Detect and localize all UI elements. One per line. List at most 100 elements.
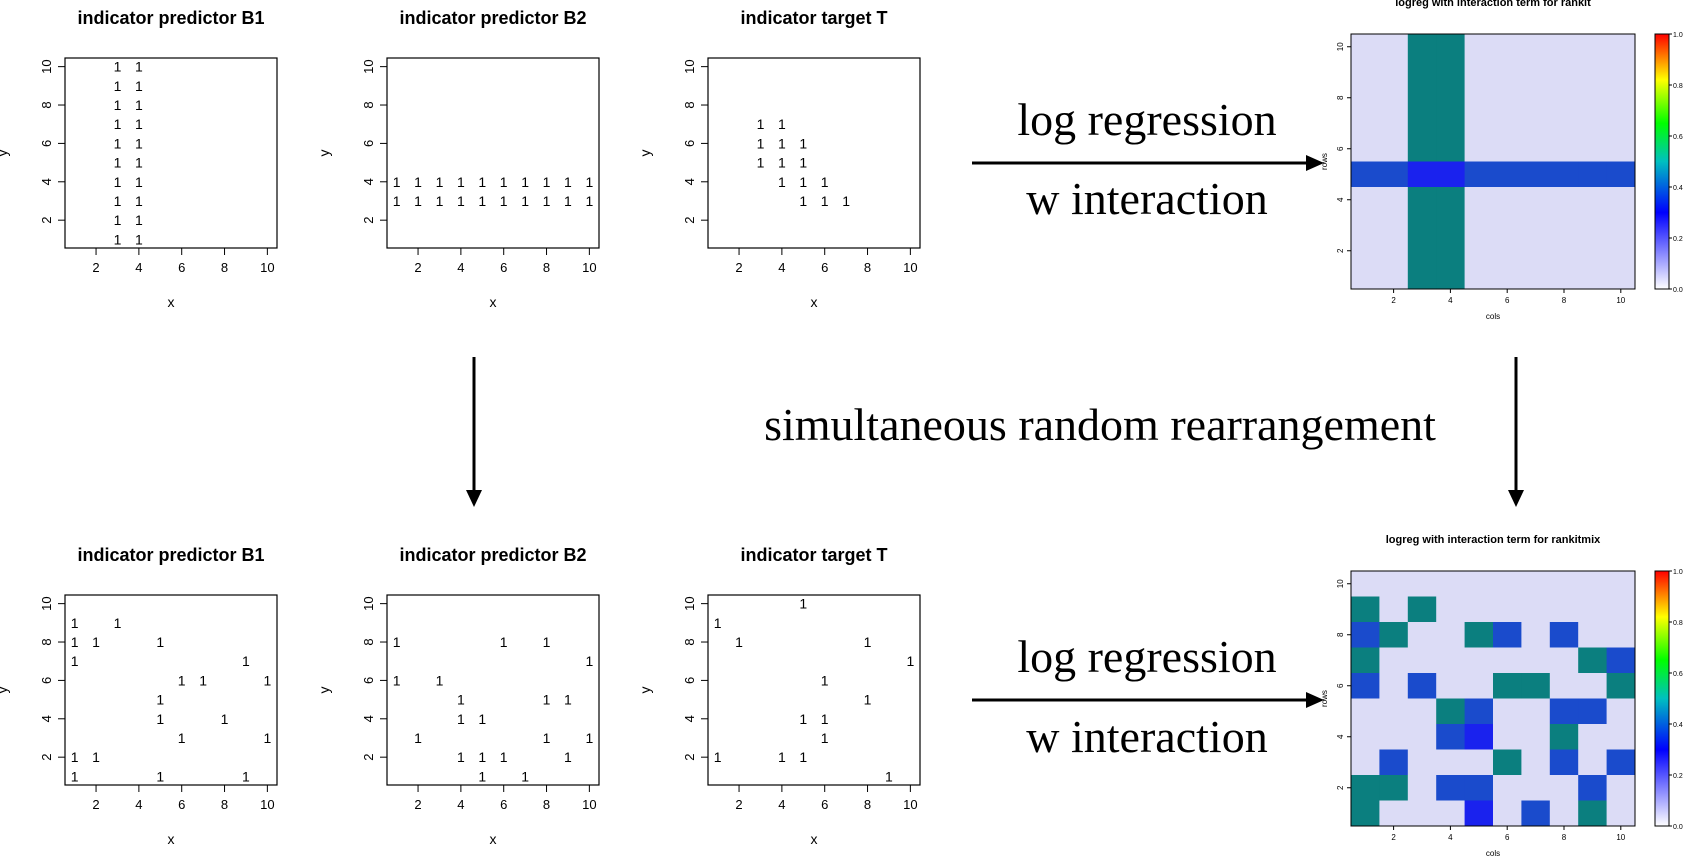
- heatmap-cell: [1351, 110, 1380, 137]
- y-tick-label: 10: [361, 59, 376, 73]
- data-point: 1: [242, 768, 250, 784]
- heatmap-cell: [1351, 187, 1380, 213]
- panel-title: indicator predictor B1: [77, 545, 264, 565]
- heatmap-cell: [1578, 85, 1608, 111]
- heatmap-cell: [1549, 698, 1579, 725]
- data-point: 1: [821, 711, 829, 727]
- x-tick-label: 10: [903, 260, 917, 275]
- x-axis-label: x: [490, 831, 497, 847]
- data-point: 1: [457, 174, 465, 190]
- data-point: 1: [135, 174, 143, 190]
- heatmap-cell: [1464, 212, 1494, 239]
- heatmap-cell: [1436, 749, 1466, 776]
- colorbar-tick-label: 1.0: [1673, 569, 1683, 576]
- x-tick-label: 6: [500, 797, 507, 812]
- heatmap-cell: [1407, 622, 1437, 648]
- y-tick-label: 2: [682, 217, 697, 224]
- heatmap-cell: [1464, 724, 1494, 750]
- heatmap-cell: [1578, 698, 1608, 725]
- x-tick-label: 2: [1391, 296, 1396, 305]
- heatmap-frame: [1350, 33, 1636, 290]
- colorbar-tick-label: 0.8: [1673, 83, 1683, 90]
- data-point: 1: [135, 135, 143, 151]
- heatmap-hm_bottom: logreg with interaction term for rankitm…: [1320, 534, 1683, 858]
- scatter-panels: indicator predictor B1246810246810xy1111…: [0, 8, 921, 847]
- colorbar-tick-label: 0.4: [1673, 722, 1683, 729]
- y-tick-label: 8: [39, 101, 54, 108]
- heatmap-cell: [1436, 263, 1466, 290]
- arrow-bottom-right: [972, 692, 1324, 708]
- heatmap-cell: [1521, 136, 1551, 162]
- heatmap-cell: [1578, 647, 1608, 674]
- heatmap-cell: [1351, 596, 1380, 623]
- colorbar-tick-label: 1.0: [1673, 32, 1683, 39]
- heatmap-cell: [1407, 110, 1437, 137]
- x-axis-label: cols: [1486, 849, 1500, 858]
- data-point: 1: [799, 711, 807, 727]
- heatmap-cell: [1549, 596, 1579, 623]
- heatmap-cell: [1351, 34, 1380, 60]
- heatmap-cell: [1606, 571, 1636, 597]
- data-point: 1: [114, 97, 122, 113]
- data-point: 1: [799, 749, 807, 765]
- heatmap-cell: [1606, 110, 1636, 137]
- arrow-down-right: [1508, 357, 1524, 507]
- heatmap-cell: [1407, 187, 1437, 213]
- data-point: 1: [135, 155, 143, 171]
- heatmap-cell: [1493, 647, 1522, 674]
- data-point: 1: [71, 615, 79, 631]
- heatmap-cell: [1351, 673, 1380, 699]
- heatmap-cell: [1493, 34, 1522, 60]
- heatmap-cell: [1549, 673, 1579, 699]
- y-axis-label: y: [0, 687, 10, 694]
- data-point: 1: [457, 711, 465, 727]
- data-point: 1: [757, 116, 765, 132]
- heatmap-cell: [1549, 59, 1579, 86]
- y-axis-label: y: [0, 150, 10, 157]
- y-tick-label: 10: [361, 596, 376, 610]
- heatmap-cell: [1379, 238, 1409, 264]
- x-tick-label: 4: [1448, 296, 1453, 305]
- data-point: 1: [114, 59, 122, 75]
- heatmap-cell: [1379, 263, 1409, 290]
- data-point: 1: [778, 155, 786, 171]
- x-axis-label: cols: [1486, 312, 1500, 321]
- x-tick-label: 8: [1562, 833, 1567, 842]
- data-point: 1: [135, 116, 143, 132]
- heatmap-cell: [1379, 59, 1409, 86]
- data-point: 1: [714, 749, 722, 765]
- data-point: 1: [114, 155, 122, 171]
- heatmap-cell: [1351, 622, 1380, 648]
- data-point: 1: [478, 749, 486, 765]
- arrow-down-left: [466, 357, 482, 507]
- colorbar-tick-label: 0.8: [1673, 620, 1683, 627]
- top-arrow-label-2: w interaction: [1026, 173, 1267, 224]
- heatmap-cell: [1436, 238, 1466, 264]
- heatmap-cell: [1493, 698, 1522, 725]
- heatmap-cell: [1549, 724, 1579, 750]
- data-point: 1: [799, 155, 807, 171]
- heatmap-cell: [1407, 800, 1437, 827]
- heatmap-cell: [1521, 673, 1551, 699]
- heatmap-cell: [1578, 238, 1608, 264]
- heatmap-cell: [1379, 724, 1409, 750]
- x-tick-label: 6: [178, 797, 185, 812]
- data-point: 1: [521, 174, 529, 190]
- heatmap-cell: [1379, 800, 1409, 827]
- heatmap-cell: [1407, 161, 1437, 188]
- heatmap-cell: [1493, 622, 1522, 648]
- heatmap-cell: [1493, 59, 1522, 86]
- y-tick-label: 2: [1336, 785, 1345, 790]
- data-point: 1: [135, 59, 143, 75]
- plot-frame: [64, 57, 278, 249]
- heatmap-cell: [1493, 85, 1522, 111]
- y-tick-label: 4: [361, 178, 376, 185]
- y-tick-label: 6: [361, 677, 376, 684]
- panel-title: indicator predictor B2: [399, 8, 586, 28]
- y-tick-label: 2: [682, 754, 697, 761]
- bottom-arrow-label-2: w interaction: [1026, 711, 1267, 762]
- x-axis-label: x: [811, 294, 818, 310]
- heatmap-cell: [1493, 110, 1522, 137]
